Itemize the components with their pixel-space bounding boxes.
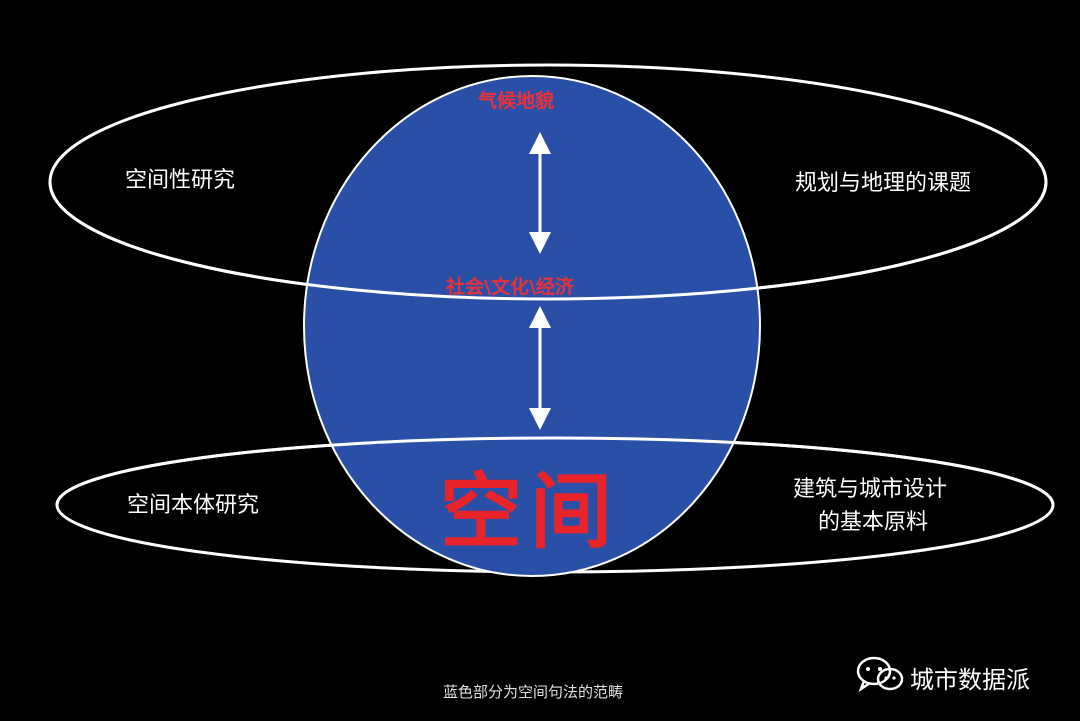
wechat-icon [856, 656, 904, 693]
sphere-middle-label: 社会\文化\经济 [446, 276, 574, 298]
upper-double-arrow [529, 132, 551, 254]
bottom-left-label: 空间本体研究 [127, 493, 260, 518]
top-right-label: 规划与地理的课题 [795, 171, 972, 196]
top-left-label: 空间性研究 [125, 168, 236, 193]
sphere-core-label: 空间 [440, 465, 621, 560]
top-ellipse-front-arc [48, 181, 1048, 301]
lower-double-arrow [529, 306, 551, 430]
figure-caption: 蓝色部分为空间句法的范畴 [443, 683, 624, 701]
watermark-text: 城市数据派 [910, 666, 1030, 694]
sphere-top-label: 气候地貌 [478, 90, 555, 112]
bottom-right-label-line2: 的基本原料 [818, 510, 929, 535]
bottom-ellipse-front-arc [55, 436, 1055, 506]
bottom-right-label-line1: 建筑与城市设计 [793, 477, 948, 502]
